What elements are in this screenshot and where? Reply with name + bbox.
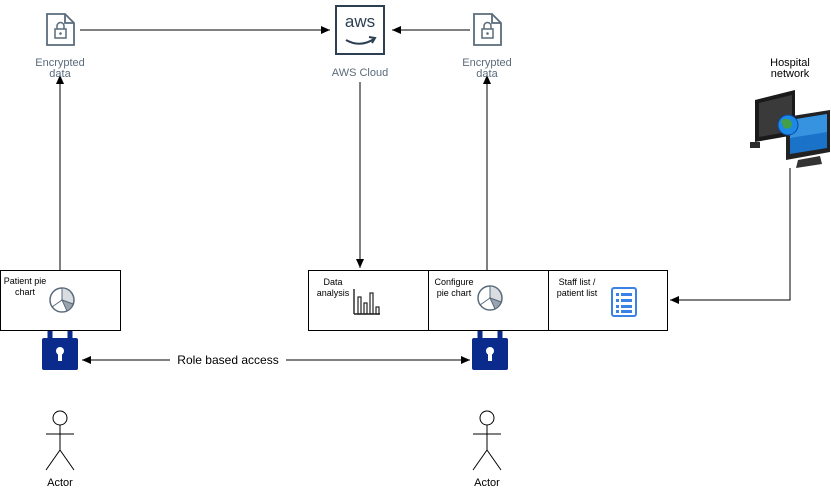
edge-hospital-to-dashboard	[670, 168, 791, 304]
patient-pie-chart-box[interactable]: Patient pie chart	[0, 270, 121, 331]
actor-label: Actor	[47, 477, 73, 489]
staff-list-label-line2: patient list	[556, 288, 598, 298]
data-analysis-label-line2: analysis	[316, 288, 350, 298]
data-analysis-label-line1: Data	[323, 277, 343, 287]
aws-cloud-icon	[335, 5, 385, 55]
pie-chart-icon	[49, 287, 75, 313]
actor-icon	[45, 410, 75, 471]
configure-pie-chart-label-line1: Configure	[434, 277, 474, 287]
encrypted-data-label: Encrypted data	[20, 58, 100, 80]
data-analysis-cell[interactable]: Data analysis	[309, 271, 428, 330]
encrypted-data-label-line2: data	[476, 68, 498, 80]
dashboard-divider	[548, 271, 549, 330]
configure-pie-chart-cell[interactable]: Configure pie chart	[429, 271, 548, 330]
hospital-network-label-line1: Hospital	[770, 57, 810, 69]
staff-list-label-line1: Staff list /	[558, 277, 596, 287]
hospital-network-label-line2: network	[770, 68, 810, 80]
hospital-network-label: Hospital network	[750, 58, 830, 80]
encrypted-data-label-line1: Encrypted	[35, 57, 85, 69]
bar-chart-icon	[353, 289, 380, 315]
dashboard-divider	[428, 271, 429, 330]
dashboard-box: Data analysis Configure pie chart Staff …	[308, 270, 668, 331]
actor-label: Actor	[474, 477, 500, 489]
role-based-access-label: Role based access	[170, 354, 286, 366]
patient-pie-chart-label: Patient pie chart	[1, 276, 49, 298]
actor-icon	[472, 410, 502, 471]
staff-list-label: Staff list / patient list	[553, 277, 601, 299]
encrypted-data-label: Encrypted data	[447, 58, 527, 80]
list-icon	[611, 287, 637, 317]
hospital-network-icon	[750, 90, 830, 168]
encrypted-document-icon	[473, 13, 502, 46]
configure-pie-chart-label-line2: pie chart	[436, 288, 472, 298]
configure-pie-chart-label: Configure pie chart	[431, 277, 477, 299]
aws-cloud-label: AWS Cloud	[331, 67, 389, 79]
encrypted-document-icon	[46, 13, 75, 46]
staff-list-cell[interactable]: Staff list / patient list	[549, 271, 667, 330]
encrypted-data-label-line2: data	[49, 68, 71, 80]
patient-pie-chart-label-line2: chart	[14, 287, 35, 297]
patient-pie-chart-label-line1: Patient pie	[3, 276, 47, 286]
encrypted-data-label-line1: Encrypted	[462, 57, 512, 69]
data-analysis-label: Data analysis	[311, 277, 355, 299]
pie-chart-icon	[477, 285, 503, 311]
aws-logo-text: aws	[344, 12, 376, 31]
